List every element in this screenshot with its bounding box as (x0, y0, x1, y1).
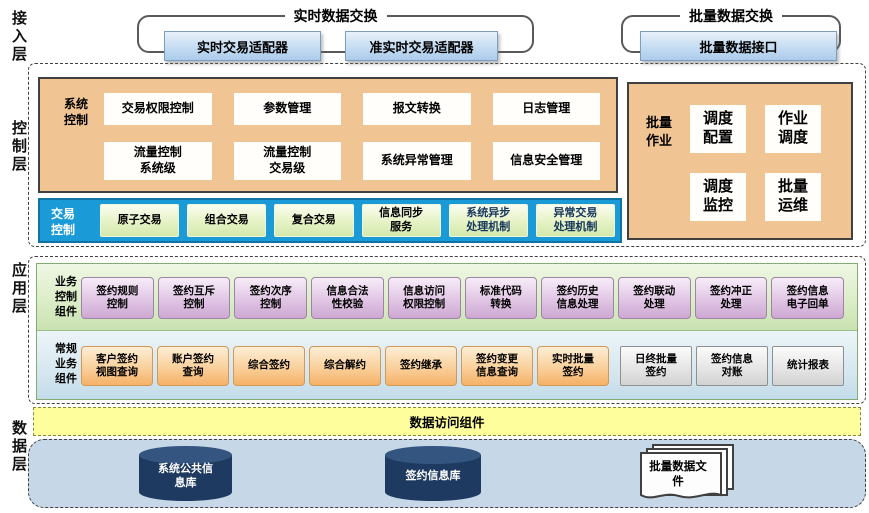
transaction-control-bar: 交易 控制 原子交易 组合交易 复合交易 信息同步 服务 系统异步 处理机制 异… (38, 198, 622, 243)
layer-label-control: 控制层 (10, 120, 27, 174)
realtime-adapter-box: 实时交易适配器 (164, 31, 321, 61)
box-system-async-handling: 系统异步 处理机制 (448, 204, 528, 237)
system-public-info-database-label: 系统公共信 息库 (158, 463, 213, 490)
realtime-exchange-title: 实时数据交换 (284, 6, 387, 26)
signing-info-database: 签约信息库 (383, 445, 483, 503)
box-atomic-transaction: 原子交易 (100, 204, 180, 237)
control-layer-frame (28, 63, 866, 247)
box-realtime-batch-signing: 实时批量 签约 (537, 346, 609, 386)
box-schedule-config: 调度 配置 (690, 105, 746, 153)
box-log-management: 日志管理 (492, 93, 600, 125)
box-info-sync-service: 信息同步 服务 (361, 204, 441, 237)
batch-exchange-title: 批量数据交换 (680, 6, 782, 26)
box-sign-history-processing: 签约历史 信息处理 (541, 277, 614, 319)
box-flow-control-system-level: 流量控制 系统级 (104, 142, 212, 180)
box-sign-mutex-control: 签约互斥 控制 (157, 277, 231, 319)
box-composite-transaction: 复合交易 (274, 204, 354, 237)
box-sign-linkage-processing: 签约联动 处理 (617, 277, 691, 319)
batch-jobs-box: 批量 作业 调度 配置 作业 调度 调度 监控 批量 运维 (627, 82, 853, 240)
box-sign-reversal-processing: 签约冲正 处理 (694, 277, 768, 319)
box-comprehensive-termination: 综合解约 (309, 346, 381, 386)
regular-business-row: 常规 业务 组件 客户签约 视图查询 账户签约 查询 综合签约 综合解约 签约继… (37, 331, 857, 399)
regular-business-items: 客户签约 视图查询 账户签约 查询 综合签约 综合解约 签约继承 签约变更 信息… (81, 346, 844, 386)
data-layer-box: 系统公共信 息库 签约信息库 批量数据文 件 (28, 439, 866, 508)
box-schedule-monitoring: 调度 监控 (690, 173, 746, 221)
regular-business-label: 常规 业务 组件 (55, 343, 77, 385)
application-container: 业务 控制 组件 签约规则 控制 签约互斥 控制 签约次序 控制 信息合法 性校… (36, 263, 858, 400)
box-abnormal-transaction-handling: 异常交易 处理机制 (535, 204, 616, 237)
box-flow-control-transaction-level: 流量控制 交易级 (233, 142, 341, 180)
batch-data-interface-box: 批量数据接口 (640, 31, 837, 61)
box-system-exception-management: 系统异常管理 (363, 142, 471, 180)
database-icon (385, 446, 481, 501)
box-sign-info-reconciliation: 签约信息 对账 (696, 346, 768, 386)
box-sign-order-control: 签约次序 控制 (234, 277, 308, 319)
system-control-label: 系统 控制 (63, 97, 88, 128)
files-icon (640, 444, 734, 499)
system-control-row2: 流量控制 系统级 流量控制 交易级 系统异常管理 信息安全管理 (104, 142, 600, 180)
layer-label-application: 应用层 (10, 262, 27, 316)
box-standard-code-conversion: 标准代码 转换 (464, 277, 538, 319)
box-sign-electronic-receipt: 签约信息 电子回单 (771, 277, 845, 319)
layer-label-access: 接入层 (10, 10, 27, 64)
box-sign-rule-control: 签约规则 控制 (81, 277, 154, 319)
transaction-control-items: 原子交易 组合交易 复合交易 信息同步 服务 系统异步 处理机制 异常交易 处理… (100, 204, 616, 237)
box-sign-inheritance: 签约继承 (385, 346, 457, 386)
layer-label-data: 数据层 (10, 420, 27, 474)
batch-data-files: 批量数据文 件 (617, 443, 739, 503)
box-combined-transaction: 组合交易 (187, 204, 267, 237)
box-information-security-management: 信息安全管理 (492, 142, 600, 180)
business-control-row: 业务 控制 组件 签约规则 控制 签约互斥 控制 签约次序 控制 信息合法 性校… (37, 264, 857, 331)
signing-info-database-label: 签约信息库 (405, 470, 461, 482)
near-realtime-adapter-box: 准实时交易适配器 (345, 31, 498, 61)
box-sign-change-info-query: 签约变更 信息查询 (461, 346, 533, 386)
system-control-box: 系统 控制 交易权限控制 参数管理 报文转换 日志管理 流量控制 系统级 流量控… (38, 77, 618, 193)
system-control-row1: 交易权限控制 参数管理 报文转换 日志管理 (104, 93, 600, 125)
box-message-conversion: 报文转换 (363, 93, 471, 125)
database-icon (139, 446, 232, 501)
box-info-validity-check: 信息合法 性校验 (311, 277, 384, 319)
box-customer-sign-view-query: 客户签约 视图查询 (81, 346, 153, 386)
realtime-exchange-group: 实时数据交换 (137, 6, 534, 53)
box-comprehensive-signing: 综合签约 (233, 346, 305, 386)
box-batch-operations: 批量 运维 (765, 173, 821, 221)
box-eod-batch-signing: 日终批量 签约 (620, 346, 692, 386)
application-layer-frame (28, 256, 866, 404)
system-public-info-database: 系统公共信 息库 (137, 445, 234, 503)
batch-jobs-label: 批量 作业 (646, 115, 673, 149)
box-transaction-permission-control: 交易权限控制 (104, 93, 212, 125)
batch-data-files-label: 批量数据文 件 (649, 461, 707, 488)
box-job-scheduling: 作业 调度 (765, 105, 821, 153)
business-control-items: 签约规则 控制 签约互斥 控制 签约次序 控制 信息合法 性校验 信息访问 权限… (81, 277, 845, 319)
box-statistical-reports: 统计报表 (772, 346, 844, 386)
box-parameter-management: 参数管理 (233, 93, 341, 125)
box-account-sign-query: 账户签约 查询 (157, 346, 229, 386)
business-control-label: 业务 控制 组件 (55, 276, 77, 318)
transaction-control-label: 交易 控制 (51, 207, 76, 237)
data-access-component-bar: 数据访问组件 (33, 407, 861, 436)
box-info-access-control: 信息访问 权限控制 (387, 277, 461, 319)
